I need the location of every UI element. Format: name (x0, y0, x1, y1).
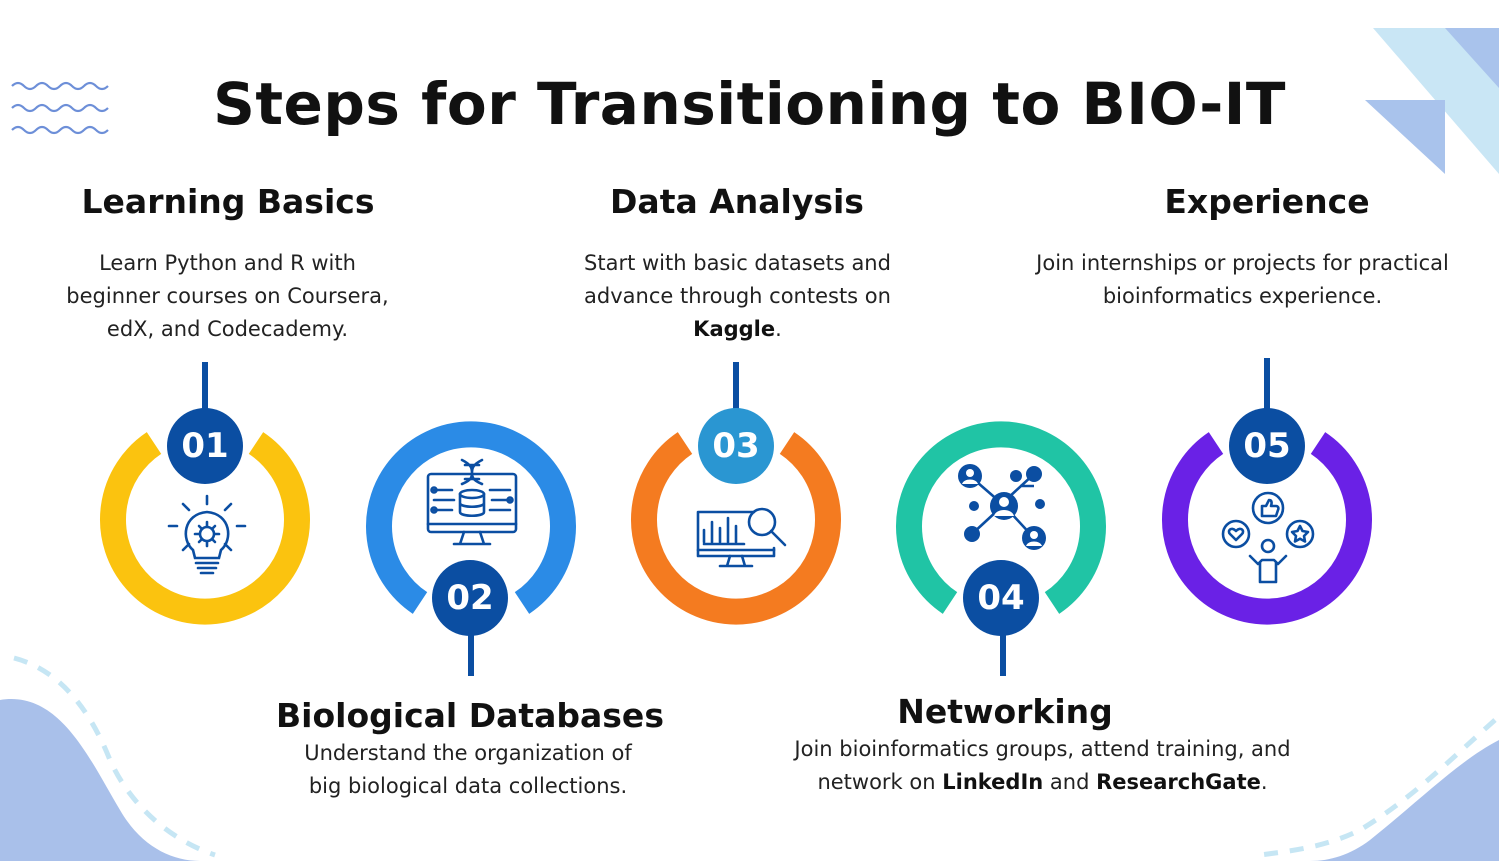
corner-blob-right (1259, 718, 1499, 861)
researchgate-text: ResearchGate (1096, 770, 1261, 794)
step-3-badge: 03 (698, 408, 774, 484)
step-2-heading: Biological Databases (276, 696, 664, 735)
step-1-ring (100, 432, 310, 625)
step-4-heading: Networking (897, 692, 1113, 731)
step-5-ring (1162, 432, 1372, 625)
people-network-icon (958, 464, 1046, 550)
corner-blob-left (0, 655, 216, 861)
step-4-ring (896, 421, 1106, 614)
page-title: Steps for Transitioning to BIO-IT (213, 70, 1286, 138)
step-3-description: Start with basic datasets and advance th… (560, 247, 915, 346)
step-3-ring (631, 432, 841, 625)
step-2-ring (366, 421, 576, 614)
wave-decoration (11, 81, 109, 135)
chart-magnifier-monitor-icon (696, 507, 787, 568)
step-3-description-end: . (775, 317, 782, 341)
step-3-heading: Data Analysis (610, 182, 864, 221)
step-2-connector (468, 634, 474, 676)
lightbulb-gear-icon (167, 494, 247, 575)
step-5-description: Join internships or projects for practic… (1036, 251, 1449, 308)
step-4-description: Join bioinformatics groups, attend train… (770, 733, 1315, 799)
triangle-decoration (1365, 28, 1499, 174)
step-4-badge: 04 (963, 560, 1039, 636)
step-3-description-text: Start with basic datasets and advance th… (584, 251, 891, 308)
step-3-connector (733, 362, 739, 414)
person-like-heart-star-icon (1221, 491, 1315, 584)
step-4-description-and: and (1043, 770, 1097, 794)
step-4-connector (1000, 634, 1006, 676)
step-4-description-text: Join bioinformatics groups, attend train… (794, 737, 1291, 794)
step-5-heading: Experience (1164, 182, 1370, 221)
step-1-connector (202, 362, 208, 414)
step-1-description: Learn Python and R with beginner courses… (66, 251, 389, 341)
dna-database-monitor-icon (426, 458, 518, 546)
kaggle-link-text: Kaggle (693, 317, 776, 341)
step-2-badge: 02 (432, 560, 508, 636)
step-5-connector (1264, 358, 1270, 414)
step-2-description: Understand the organization of big biolo… (304, 741, 632, 798)
step-5-badge: 05 (1229, 408, 1305, 484)
step-4-description-end: . (1260, 770, 1268, 794)
linkedin-text: LinkedIn (942, 770, 1044, 794)
step-1-heading: Learning Basics (81, 182, 375, 221)
step-1-badge: 01 (167, 408, 243, 484)
